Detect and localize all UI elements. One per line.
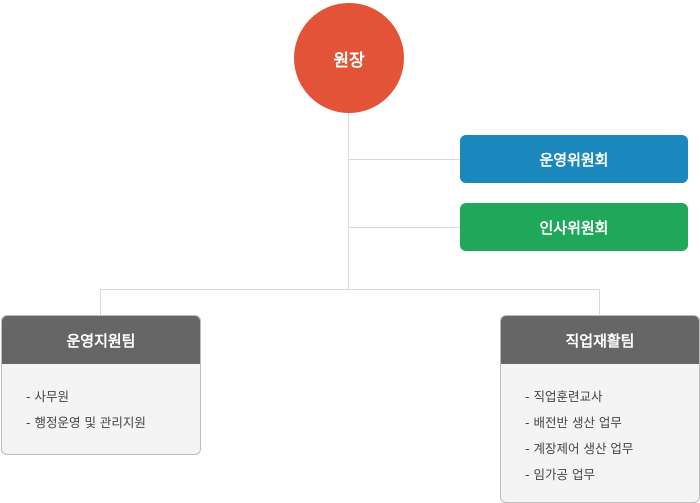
connector-teams-horizontal: [100, 289, 599, 290]
team-operations-support: 운영지원팀 - 사무원 - 행정운영 및 관리지원: [1, 315, 201, 455]
connector-left-team: [100, 289, 101, 315]
committee-personnel-label: 인사위원회: [539, 218, 609, 237]
committee-operations: 운영위원회: [460, 135, 688, 183]
team-operations-support-title: 운영지원팀: [66, 331, 136, 350]
duty-item: - 배전반 생산 업무: [525, 415, 622, 430]
committee-operations-label: 운영위원회: [539, 150, 609, 169]
duty-item: - 임가공 업무: [525, 467, 595, 482]
connector-right-team: [599, 289, 600, 315]
director-label: 원장: [333, 50, 365, 71]
team-vocational-rehab-duties: - 직업훈련교사 - 배전반 생산 업무 - 계장제어 생산 업무 - 임가공 …: [501, 364, 699, 488]
duty-item: - 행정운영 및 관리지원: [26, 415, 146, 430]
duty-item: - 계장제어 생산 업무: [525, 441, 634, 456]
director-node: 원장: [294, 3, 404, 113]
team-vocational-rehab-title: 직업재활팀: [565, 331, 635, 350]
committee-personnel: 인사위원회: [460, 203, 688, 251]
duty-item: - 직업훈련교사: [525, 389, 603, 404]
team-operations-support-duties: - 사무원 - 행정운영 및 관리지원: [2, 364, 200, 436]
connector-ops-committee: [348, 159, 460, 160]
duty-item: - 사무원: [26, 389, 69, 404]
team-vocational-rehab: 직업재활팀 - 직업훈련교사 - 배전반 생산 업무 - 계장제어 생산 업무 …: [500, 315, 700, 503]
connector-hr-committee: [348, 227, 460, 228]
team-operations-support-header: 운영지원팀: [2, 316, 200, 364]
connector-director-trunk: [348, 113, 349, 290]
team-vocational-rehab-header: 직업재활팀: [501, 316, 699, 364]
